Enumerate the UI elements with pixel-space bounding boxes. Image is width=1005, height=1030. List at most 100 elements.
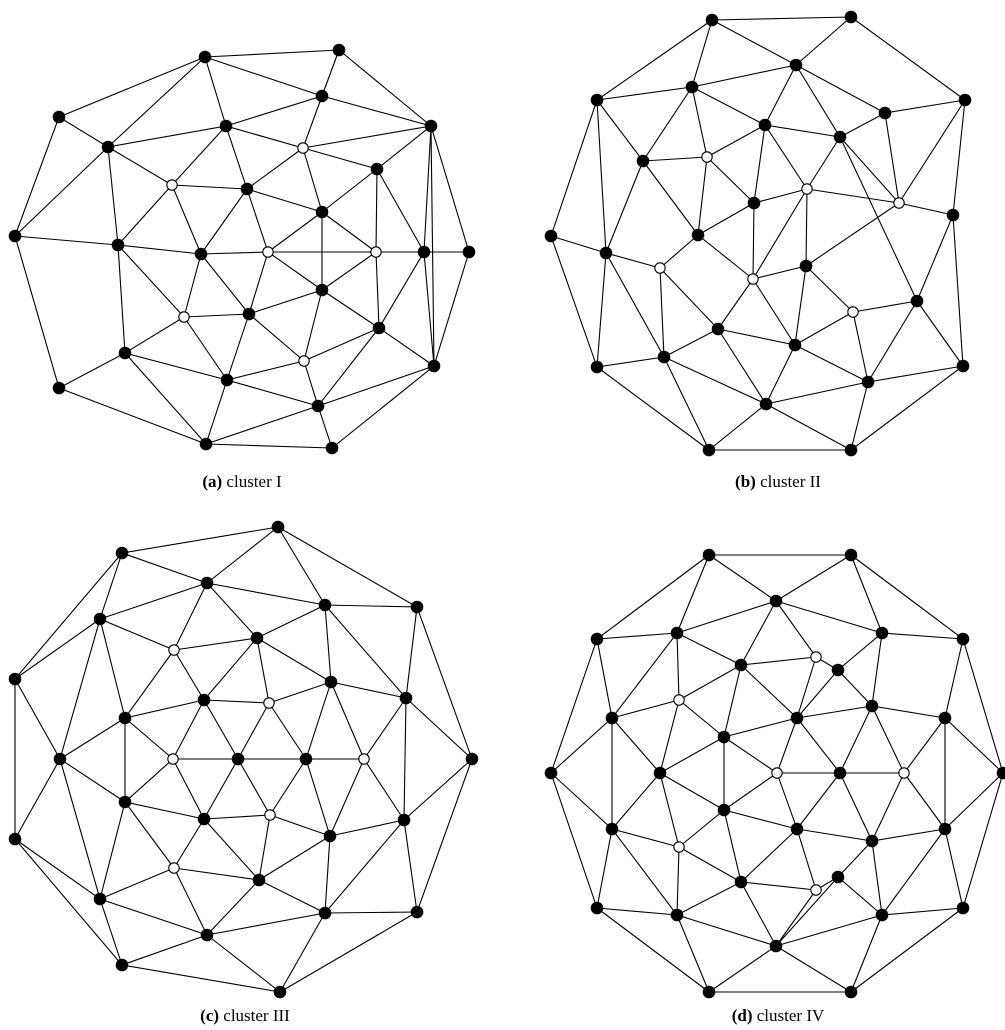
graph-edge bbox=[173, 818, 205, 869]
filled-vertex bbox=[734, 658, 748, 672]
graph-edge bbox=[775, 876, 839, 947]
graph-edge bbox=[58, 116, 109, 148]
graph-edge bbox=[596, 99, 644, 162]
graph-edge bbox=[321, 289, 380, 329]
filled-vertex bbox=[702, 443, 716, 457]
graph-edge bbox=[796, 772, 841, 830]
graph-edge bbox=[203, 814, 271, 820]
graph-edge bbox=[764, 124, 841, 138]
graph-edge bbox=[796, 705, 873, 719]
panel-b-label: cluster II bbox=[760, 472, 821, 491]
open-vertex bbox=[167, 753, 179, 765]
graph-edge bbox=[183, 316, 228, 381]
graph-edge bbox=[121, 526, 279, 554]
graph-edge bbox=[659, 736, 725, 774]
graph-edge bbox=[596, 907, 678, 916]
filled-vertex bbox=[199, 437, 213, 451]
graph-edge bbox=[676, 632, 742, 666]
graph-edge bbox=[225, 125, 304, 149]
graph-edge bbox=[962, 772, 1004, 909]
graph-edge bbox=[753, 188, 808, 204]
filled-vertex bbox=[861, 375, 875, 389]
graph-edge bbox=[775, 914, 883, 947]
graph-edge bbox=[898, 99, 966, 204]
graph-edge bbox=[173, 867, 260, 881]
graph-edge bbox=[237, 702, 270, 760]
graph-edge bbox=[14, 235, 60, 389]
graph-edge bbox=[200, 253, 250, 315]
filled-vertex bbox=[769, 594, 783, 608]
graph-edge bbox=[796, 717, 841, 774]
graph-edge bbox=[691, 86, 708, 158]
graph-edge bbox=[837, 632, 883, 671]
graph-edge bbox=[258, 835, 331, 881]
graph-edge bbox=[723, 736, 778, 774]
graph-edge bbox=[303, 360, 319, 407]
graph-edge bbox=[611, 632, 678, 719]
filled-vertex bbox=[198, 50, 212, 64]
graph-edge bbox=[124, 801, 175, 869]
graph-edge bbox=[776, 772, 798, 830]
graph-edge bbox=[794, 265, 807, 346]
graph-edge bbox=[226, 313, 250, 381]
graph-edge bbox=[550, 772, 598, 909]
filled-vertex bbox=[833, 766, 847, 780]
graph-edge bbox=[775, 945, 852, 993]
graph-edge bbox=[225, 125, 248, 190]
graph-edge bbox=[765, 403, 852, 451]
graph-edge bbox=[676, 914, 777, 947]
graph-edge bbox=[775, 600, 817, 658]
graph-edge bbox=[338, 49, 432, 127]
filled-vertex bbox=[865, 834, 879, 848]
graph-edge bbox=[596, 356, 665, 368]
graph-edge bbox=[378, 327, 435, 367]
graph-edge bbox=[121, 964, 281, 993]
filled-vertex bbox=[427, 359, 441, 373]
graph-edge bbox=[642, 156, 708, 162]
graph-edge bbox=[837, 669, 873, 707]
graph-edge bbox=[708, 945, 777, 993]
graph-edge bbox=[795, 16, 852, 66]
graph-edge bbox=[850, 914, 883, 993]
graph-edge bbox=[203, 637, 258, 701]
graph-edge bbox=[723, 664, 742, 738]
graph-edge bbox=[717, 328, 796, 346]
graph-edge bbox=[952, 214, 964, 367]
filled-vertex bbox=[657, 350, 671, 364]
graph-edge bbox=[952, 99, 966, 216]
graph-edge bbox=[796, 828, 817, 891]
filled-vertex bbox=[789, 58, 803, 72]
graph-edge bbox=[303, 289, 323, 362]
filled-vertex bbox=[462, 245, 476, 259]
graph-edge bbox=[659, 699, 680, 774]
graph-edge bbox=[881, 828, 946, 916]
graph-edge bbox=[226, 360, 305, 381]
graph-edge bbox=[172, 758, 205, 820]
graph-edge bbox=[171, 125, 227, 186]
graph-edge bbox=[206, 879, 260, 936]
filled-vertex bbox=[52, 110, 66, 124]
filled-vertex bbox=[844, 10, 858, 24]
graph-edge bbox=[205, 405, 319, 445]
filled-vertex bbox=[250, 631, 264, 645]
filled-vertex bbox=[711, 322, 725, 336]
filled-vertex bbox=[242, 307, 256, 321]
graph-edge bbox=[173, 637, 258, 651]
graph-edge bbox=[697, 202, 755, 236]
graph-edge bbox=[183, 313, 250, 318]
graph-edge bbox=[676, 632, 680, 701]
filled-vertex bbox=[717, 730, 731, 744]
graph-edge bbox=[605, 252, 665, 358]
graph-edge bbox=[405, 697, 473, 760]
panel-c-label: cluster III bbox=[223, 1006, 290, 1025]
filled-vertex bbox=[370, 162, 384, 176]
open-vertex bbox=[168, 862, 180, 874]
open-vertex bbox=[168, 644, 180, 656]
graph-edge bbox=[796, 828, 873, 842]
graph-edge bbox=[764, 64, 797, 126]
graph-edge bbox=[903, 772, 946, 830]
filled-vertex bbox=[111, 238, 125, 252]
graph-edge bbox=[708, 403, 767, 451]
graph-edge bbox=[405, 606, 418, 699]
graph-edge bbox=[269, 814, 331, 837]
